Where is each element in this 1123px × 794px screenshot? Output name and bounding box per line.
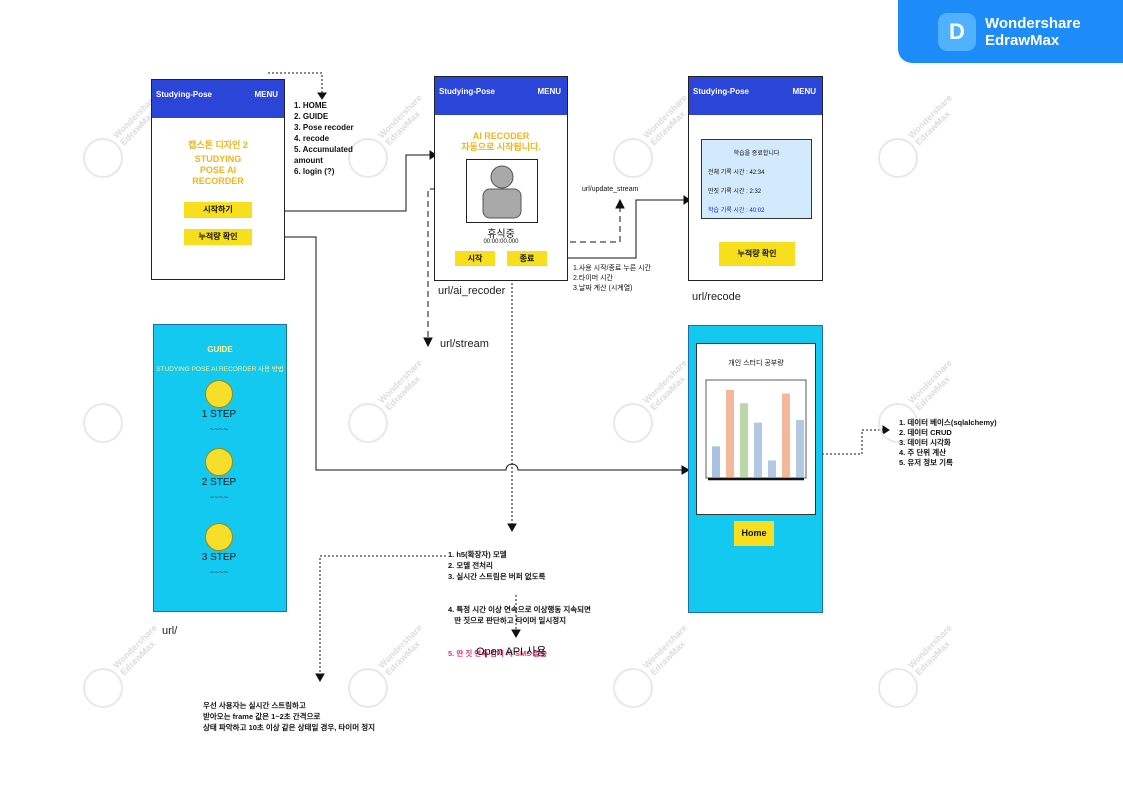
stream-label: url/stream — [440, 338, 489, 350]
open-api-label: Open API 사용 — [476, 646, 547, 658]
chart-title: 개인 스터디 공부량 — [728, 360, 784, 367]
note-connector — [319, 555, 446, 676]
app-title: Studying-Pose — [693, 87, 750, 96]
menu-button[interactable]: MENU — [537, 87, 561, 96]
bar-2 — [726, 390, 734, 478]
record-start-button[interactable]: 시작 — [455, 251, 495, 266]
recorder-url: url/ai_recoder — [438, 285, 506, 297]
accum-button[interactable]: 누적량 확인 — [184, 229, 252, 245]
bar-chart — [705, 379, 807, 481]
app-title: Studying-Pose — [156, 90, 213, 99]
step2-label: 2 STEP — [201, 477, 237, 488]
distraction-time: 딴짓 기록 시간 : 2:32 — [708, 189, 762, 195]
chart-card: 개인 스터디 공부량 — [696, 343, 816, 515]
recorder-screen: Studying-Pose MENU AI RECODER 자동으로 시작됩니다… — [434, 76, 568, 281]
update-stream-label: url/update_stream — [582, 186, 639, 193]
recorder-heading: AI RECODER 자동으로 시작됩니다. — [461, 131, 541, 152]
recorder-header: Studying-Pose MENU — [435, 77, 567, 115]
step3-label: 3 STEP — [201, 552, 237, 563]
home-button[interactable]: Home — [734, 521, 774, 546]
home-screen: Studying-Pose MENU 캡스톤 디자인 2 STUDYING PO… — [151, 79, 285, 280]
record-summary-panel: 학습을 종료합니다 전체 기록 시간 : 42:34 딴짓 기록 시간 : 2:… — [701, 139, 812, 219]
status-label: 휴식중 — [487, 229, 515, 240]
timer-display: 00:00:00.000 — [483, 239, 519, 245]
home-subtitle: 캡스톤 디자인 2 — [188, 140, 248, 150]
step1-detail: ~~~~ — [209, 425, 229, 434]
step2-detail: ~~~~ — [209, 493, 229, 502]
bar-5 — [768, 460, 776, 478]
record-url: url/recode — [692, 291, 741, 303]
step1-marker — [205, 380, 233, 408]
db-connector — [822, 429, 886, 455]
menu-button[interactable]: MENU — [792, 87, 816, 96]
bar-6 — [782, 393, 790, 478]
home-title: STUDYING POSE AI RECORDER — [192, 154, 244, 186]
record-accum-button[interactable]: 누적량 확인 — [719, 242, 795, 266]
app-title: Studying-Pose — [439, 87, 496, 96]
bar-1 — [712, 446, 720, 478]
total-time: 전체 기록 시간 : 42:34 — [708, 170, 765, 176]
user-avatar-icon — [482, 165, 522, 219]
menu-connector — [268, 72, 323, 97]
start-button[interactable]: 시작하기 — [184, 202, 252, 218]
bar-4 — [754, 422, 762, 478]
step3-detail: ~~~~ — [209, 568, 229, 577]
step1-label: 1 STEP — [201, 409, 237, 420]
guide-title: GUIDE — [207, 345, 233, 354]
step2-marker — [205, 448, 233, 476]
guide-subtitle: STUDYING POSE AI RECORDER 사용 방법 — [156, 366, 284, 373]
start-connector — [252, 154, 434, 212]
bar-3 — [740, 403, 748, 478]
accum-connector — [252, 236, 684, 471]
bar-7 — [796, 419, 804, 478]
record-screen: Studying-Pose MENU 학습을 종료합니다 전체 기록 시간 : … — [688, 76, 823, 281]
record-header: Studying-Pose MENU — [689, 77, 822, 115]
study-time: 학습 기록 시간 : 40:02 — [708, 208, 765, 214]
step3-marker — [205, 523, 233, 551]
guide-screen: GUIDE STUDYING POSE AI RECORDER 사용 방법 1 … — [153, 324, 287, 612]
guide-url: url/ — [162, 625, 178, 637]
menu-button[interactable]: MENU — [254, 90, 278, 99]
record-end-button[interactable]: 종료 — [507, 251, 547, 266]
edraw-logo-icon: D — [938, 13, 976, 51]
home-header: Studying-Pose MENU — [152, 80, 284, 118]
camera-view — [466, 159, 538, 223]
panel-title: 학습을 종료합니다 — [733, 151, 780, 157]
stats-screen: 개인 스터디 공부량 Home — [688, 325, 823, 613]
end-connector — [545, 199, 688, 259]
